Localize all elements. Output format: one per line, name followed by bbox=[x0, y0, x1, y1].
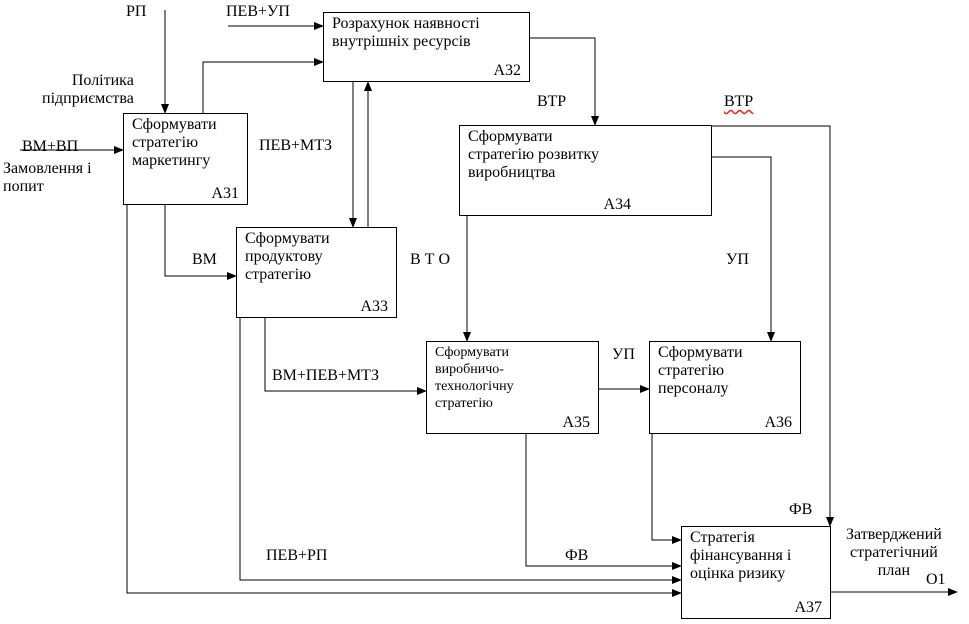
box-a34: Сформувати стратегію розвитку виробництв… bbox=[459, 125, 712, 216]
arrow-a36-to-a37 bbox=[651, 433, 682, 544]
box-a31-code: А31 bbox=[211, 185, 239, 202]
box-a34-code: А34 bbox=[603, 196, 631, 213]
box-a37: Стратегія фінансування і оцінка ризику А… bbox=[681, 526, 831, 619]
label-pev-up-top: ПЕВ+УП bbox=[226, 3, 290, 20]
label-up-mid: УП bbox=[612, 346, 635, 363]
label-vm: ВМ bbox=[192, 251, 217, 268]
label-pev-mtz: ПЕВ+МТЗ bbox=[259, 137, 333, 154]
box-a35-code: А35 bbox=[562, 414, 590, 431]
arrow-a32-to-a34 bbox=[529, 37, 599, 126]
box-a33: Сформувати продуктову стратегію А33 bbox=[236, 227, 397, 318]
arrow-a35-to-a37 bbox=[525, 433, 682, 570]
label-rp-top: РП bbox=[126, 3, 147, 20]
arrow-a33-to-a37 bbox=[239, 317, 682, 584]
box-a36-code: А36 bbox=[764, 414, 792, 431]
box-a36-title: Сформувати стратегію персоналу bbox=[658, 344, 743, 397]
arrow-a31-to-a32 bbox=[202, 58, 324, 113]
label-zatverdzhenyi: Затверджений стратегічний план bbox=[846, 526, 942, 579]
arrow-a34-to-a36 bbox=[711, 156, 775, 342]
box-a37-title: Стратегія фінансування і оцінка ризику bbox=[690, 529, 792, 582]
label-o1: О1 bbox=[926, 571, 946, 588]
box-a31: Сформувати стратегію маркетингу А31 bbox=[123, 113, 248, 205]
box-a35-title: Сформувати виробничо- технологічну страт… bbox=[435, 345, 514, 411]
label-vm-vp: ВМ+ВП bbox=[22, 138, 79, 155]
label-vto: В Т О bbox=[410, 251, 450, 268]
arrow-a31-to-a33 bbox=[164, 204, 237, 280]
box-a33-code: А33 bbox=[360, 298, 388, 315]
arrow-vtr-to-a37 bbox=[710, 125, 834, 527]
label-zamovlennya: Замовлення і попит bbox=[3, 160, 92, 195]
box-a32: Розрахунок наявності внутрішніх ресурсів… bbox=[323, 12, 530, 82]
box-a37-code: А37 bbox=[794, 599, 822, 616]
box-a32-title: Розрахунок наявності внутрішніх ресурсів bbox=[332, 15, 480, 50]
box-a36: Сформувати стратегію персоналу А36 bbox=[649, 341, 801, 434]
label-pev-rp: ПЕВ+РП bbox=[266, 547, 328, 564]
label-fv-bottom: ФВ bbox=[565, 547, 589, 564]
arrow-a31-to-a37 bbox=[126, 204, 682, 597]
box-a32-code: А32 bbox=[493, 62, 521, 79]
label-polityka: Політика підприємства bbox=[42, 72, 134, 107]
box-a31-title: Сформувати стратегію маркетингу bbox=[132, 116, 217, 169]
arrow-a33-to-a35 bbox=[264, 317, 427, 395]
box-a35: Сформувати виробничо- технологічну страт… bbox=[426, 341, 599, 434]
box-a34-title: Сформувати стратегію розвитку виробництв… bbox=[468, 128, 600, 181]
label-fv-right: ФВ bbox=[789, 501, 813, 518]
box-a33-title: Сформувати продуктову стратегію bbox=[245, 230, 330, 283]
label-vtr-left: ВТР bbox=[537, 93, 567, 110]
label-vm-pev-mtz: ВМ+ПЕВ+МТЗ bbox=[272, 367, 379, 384]
label-vtr-right: ВТР bbox=[724, 93, 754, 110]
label-up-right: УП bbox=[726, 251, 749, 268]
